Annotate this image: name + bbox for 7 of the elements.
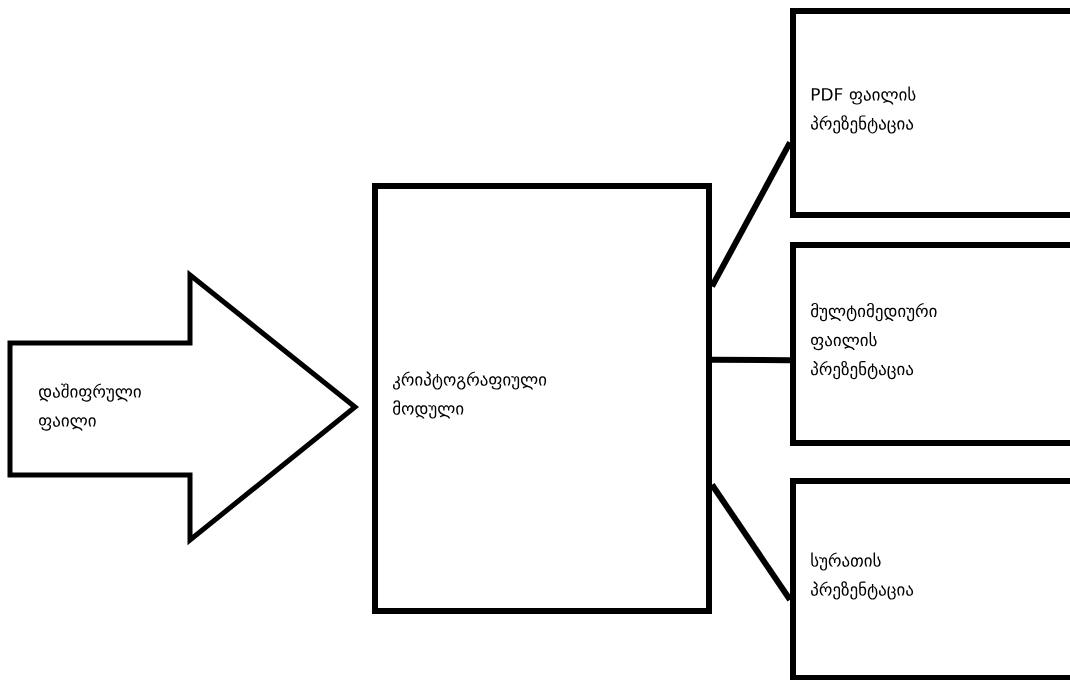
connector-line <box>709 140 793 288</box>
connector-line <box>709 483 793 602</box>
process-box: კრიპტოგრაფიული მოდული <box>372 183 712 614</box>
connector-line <box>711 356 791 364</box>
process-box: PDF ფაილის პრეზენტაცია <box>790 8 1070 218</box>
process-box: მულტიმედიური ფაილის პრეზენტაცია <box>790 242 1070 446</box>
process-box: სურათის პრეზენტაცია <box>790 478 1070 680</box>
